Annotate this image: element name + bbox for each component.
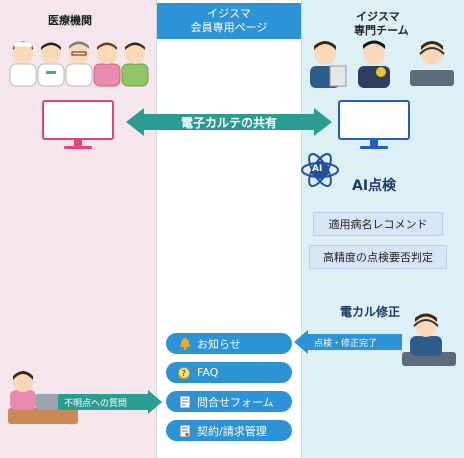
doctor-figure-2 bbox=[37, 42, 65, 87]
contract-billing-button-label: 契約/請求管理 bbox=[197, 424, 267, 438]
specialist-figure-3 bbox=[410, 41, 454, 86]
contract-icon bbox=[179, 424, 191, 437]
question-label: 不明点への質問 bbox=[64, 399, 128, 409]
form-icon bbox=[179, 395, 191, 408]
member-page-column bbox=[156, 0, 302, 458]
feature-check-judgment: 高精度の点検要否判定 bbox=[309, 245, 447, 269]
medical-staff-illustration bbox=[9, 41, 149, 87]
member-page-header: イジスマ 会員専用ページ bbox=[157, 3, 301, 39]
doctor-figure-3 bbox=[65, 41, 93, 87]
nurse-figure bbox=[93, 42, 121, 87]
specialist-figure-2 bbox=[358, 40, 390, 88]
faq-button[interactable]: ? FAQ bbox=[166, 362, 292, 383]
shared-emr-arrow bbox=[126, 108, 332, 136]
news-button-label: お知らせ bbox=[197, 337, 241, 351]
emr-correction-title: 電カル修正 bbox=[340, 305, 401, 319]
ai-logo-icon bbox=[301, 153, 339, 187]
specialist-team-title-line2: 専門チーム bbox=[354, 24, 409, 37]
contact-form-button-label: 問合せフォーム bbox=[197, 395, 274, 409]
inspection-complete-label: 点検・修正完了 bbox=[314, 339, 378, 349]
medical-institution-title: 医療機関 bbox=[48, 14, 92, 27]
staff-figure bbox=[121, 42, 149, 87]
doctor-figure-1 bbox=[9, 41, 37, 87]
bell-icon bbox=[180, 337, 190, 350]
specialist-team-title-line1: イジスマ bbox=[356, 10, 400, 23]
inspection-complete-arrow bbox=[294, 330, 402, 354]
operator-illustration bbox=[402, 313, 456, 366]
news-button[interactable]: お知らせ bbox=[166, 333, 292, 354]
questioner-illustration bbox=[8, 371, 78, 424]
faq-icon: ? bbox=[178, 366, 190, 379]
feature-diagnosis-recommend: 適用病名レコメンド bbox=[313, 212, 443, 236]
ai-check-title: AI点検 bbox=[352, 178, 397, 194]
contract-billing-button[interactable]: 契約/請求管理 bbox=[166, 420, 292, 441]
svg-text:?: ? bbox=[182, 369, 186, 378]
specialist-figure-1 bbox=[310, 41, 347, 88]
faq-button-label: FAQ bbox=[197, 366, 219, 379]
member-page-title-line2: 会員専用ページ bbox=[190, 21, 268, 34]
shared-emr-label: 電子カルテの共有 bbox=[180, 115, 277, 130]
member-page-title-line1: イジスマ bbox=[207, 7, 251, 20]
specialist-team-illustration bbox=[310, 40, 454, 88]
contact-form-button[interactable]: 問合せフォーム bbox=[166, 391, 292, 412]
question-arrow bbox=[58, 390, 162, 414]
ai-logo-text: AI bbox=[312, 164, 323, 174]
